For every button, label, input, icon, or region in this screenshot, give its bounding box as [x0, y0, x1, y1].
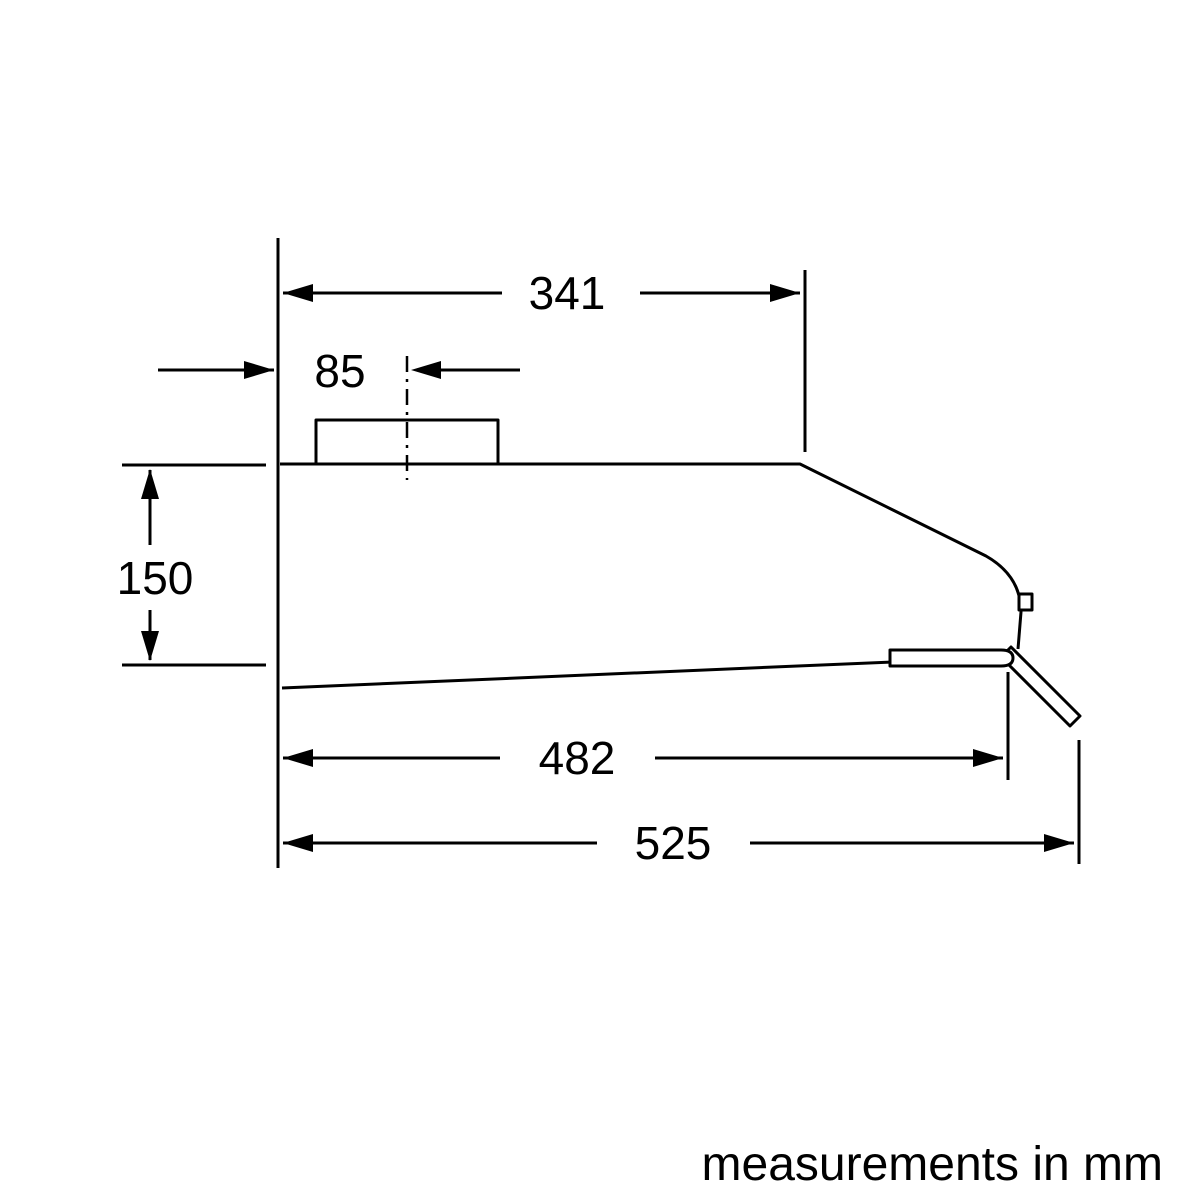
dim-525-arrow-right	[1044, 834, 1074, 852]
dim-525-label: 525	[635, 817, 712, 869]
dim-85-arrow-left	[244, 361, 274, 379]
hood-bottom-edge	[281, 660, 893, 690]
dim-150-arrow-down	[141, 631, 159, 661]
dimension-total-depth: 525	[283, 740, 1081, 869]
dim-482-label: 482	[539, 732, 616, 784]
duct-outline	[314, 418, 500, 464]
dim-341-label: 341	[529, 267, 606, 319]
dim-525-arrow-left	[283, 834, 313, 852]
dimension-top-width: 341	[283, 267, 800, 319]
bottom-front-lip	[888, 648, 1015, 668]
dim-482-arrow-left	[283, 749, 313, 767]
hood-top-and-front-outline	[280, 462, 1023, 650]
dimension-duct-offset: 85	[158, 345, 520, 480]
dim-341-arrow-left	[283, 284, 313, 302]
dim-85-arrow-right	[411, 361, 441, 379]
dim-150-arrow-up	[141, 469, 159, 499]
front-switch-bump	[1017, 592, 1034, 612]
dimension-front-height: 150	[117, 463, 266, 667]
dim-482-arrow-right	[973, 749, 1003, 767]
dim-85-label: 85	[314, 345, 365, 397]
dim-150-label: 150	[117, 552, 194, 604]
dim-341-arrow-right	[770, 284, 800, 302]
hood-body	[280, 418, 1082, 728]
units-note: measurements in mm	[702, 1138, 1163, 1191]
dimension-body-depth: 482	[283, 672, 1010, 784]
